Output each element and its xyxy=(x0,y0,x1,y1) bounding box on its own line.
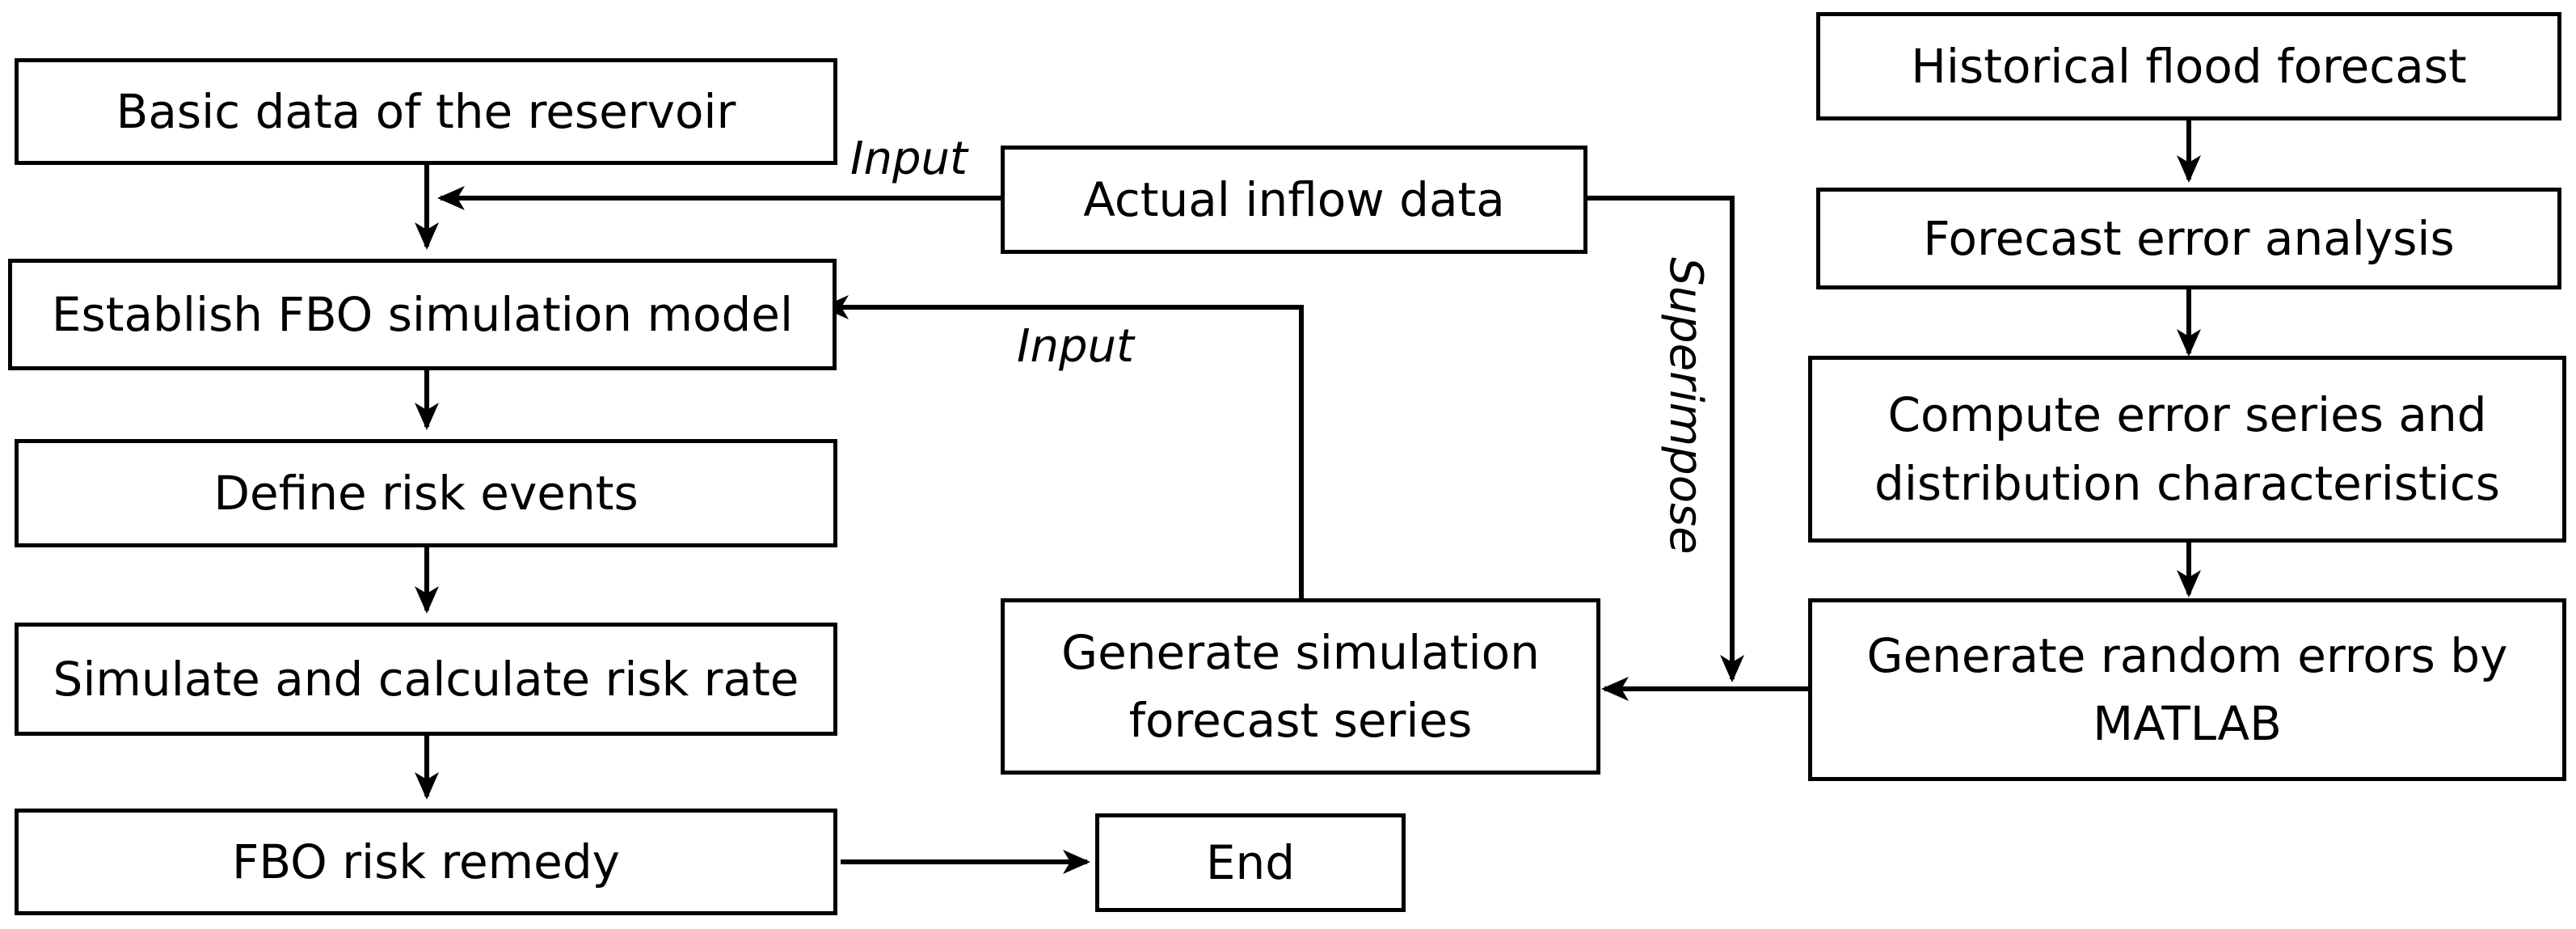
box-end-label: End xyxy=(1205,834,1296,890)
box-random-errors-line1: Generate random errors by xyxy=(1866,627,2508,683)
box-historical-forecast-label: Historical flood forecast xyxy=(1911,38,2467,94)
box-risk-remedy-label: FBO risk remedy xyxy=(231,834,620,889)
box-random-errors-text: Generate random errors by MATLAB xyxy=(1867,622,2508,758)
label-superimpose: Superimpose xyxy=(1659,257,1712,555)
box-simulate-risk: Simulate and calculate risk rate xyxy=(15,623,837,736)
box-define-risk: Define risk events xyxy=(15,439,837,547)
box-define-risk-label: Define risk events xyxy=(213,465,639,521)
box-random-errors-line2: MATLAB xyxy=(2093,696,2282,751)
box-error-analysis: Forecast error analysis xyxy=(1816,188,2561,289)
label-input-middle: Input xyxy=(1017,320,1135,373)
box-generate-forecast-line2: forecast series xyxy=(1128,693,1473,748)
box-simulate-risk-label: Simulate and calculate risk rate xyxy=(53,651,799,707)
line-actual-inflow-superimpose xyxy=(1586,196,1744,682)
box-establish-model-label: Establish FBO simulation model xyxy=(51,286,794,342)
box-basic-data-label: Basic data of the reservoir xyxy=(116,83,736,139)
box-end: End xyxy=(1095,813,1406,912)
box-generate-forecast: Generate simulation forecast series xyxy=(1001,598,1600,775)
box-actual-inflow-label: Actual inflow data xyxy=(1083,171,1505,227)
box-actual-inflow: Actual inflow data xyxy=(1001,146,1587,254)
box-random-errors: Generate random errors by MATLAB xyxy=(1808,598,2566,781)
box-compute-errors-text: Compute error series and distribution ch… xyxy=(1874,381,2500,517)
arrow-forecast-input-loop xyxy=(821,295,1304,598)
box-generate-forecast-text: Generate simulation forecast series xyxy=(1061,619,1540,754)
box-generate-forecast-line1: Generate simulation xyxy=(1061,624,1540,680)
box-compute-errors-line1: Compute error series and xyxy=(1887,387,2487,443)
box-basic-data: Basic data of the reservoir xyxy=(15,58,837,165)
box-compute-errors: Compute error series and distribution ch… xyxy=(1808,356,2566,543)
box-historical-forecast: Historical flood forecast xyxy=(1816,12,2561,120)
label-input-top: Input xyxy=(850,133,968,185)
box-compute-errors-line2: distribution characteristics xyxy=(1874,455,2500,511)
box-risk-remedy: FBO risk remedy xyxy=(15,809,837,915)
box-error-analysis-label: Forecast error analysis xyxy=(1923,210,2455,266)
box-establish-model: Establish FBO simulation model xyxy=(8,259,837,370)
